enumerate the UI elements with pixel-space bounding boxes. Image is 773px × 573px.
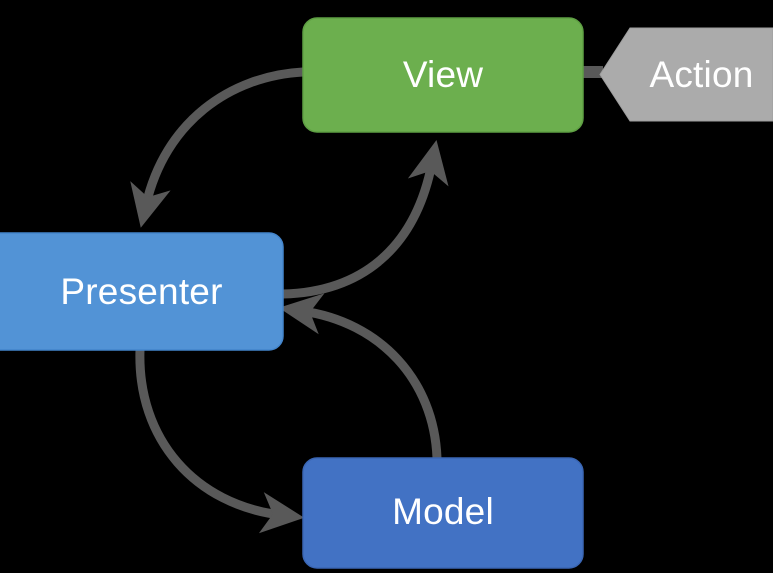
node-action[interactable] — [599, 27, 773, 122]
edge-model-to-presenter — [278, 293, 442, 459]
node-presenter[interactable] — [0, 232, 284, 351]
edge-view-to-presenter — [130, 67, 304, 228]
edge-presenter-to-model — [135, 349, 305, 534]
node-view[interactable] — [302, 17, 584, 133]
edge-presenter-to-view — [282, 140, 449, 299]
edge-action-to-view — [583, 66, 603, 78]
node-model[interactable] — [302, 457, 584, 569]
